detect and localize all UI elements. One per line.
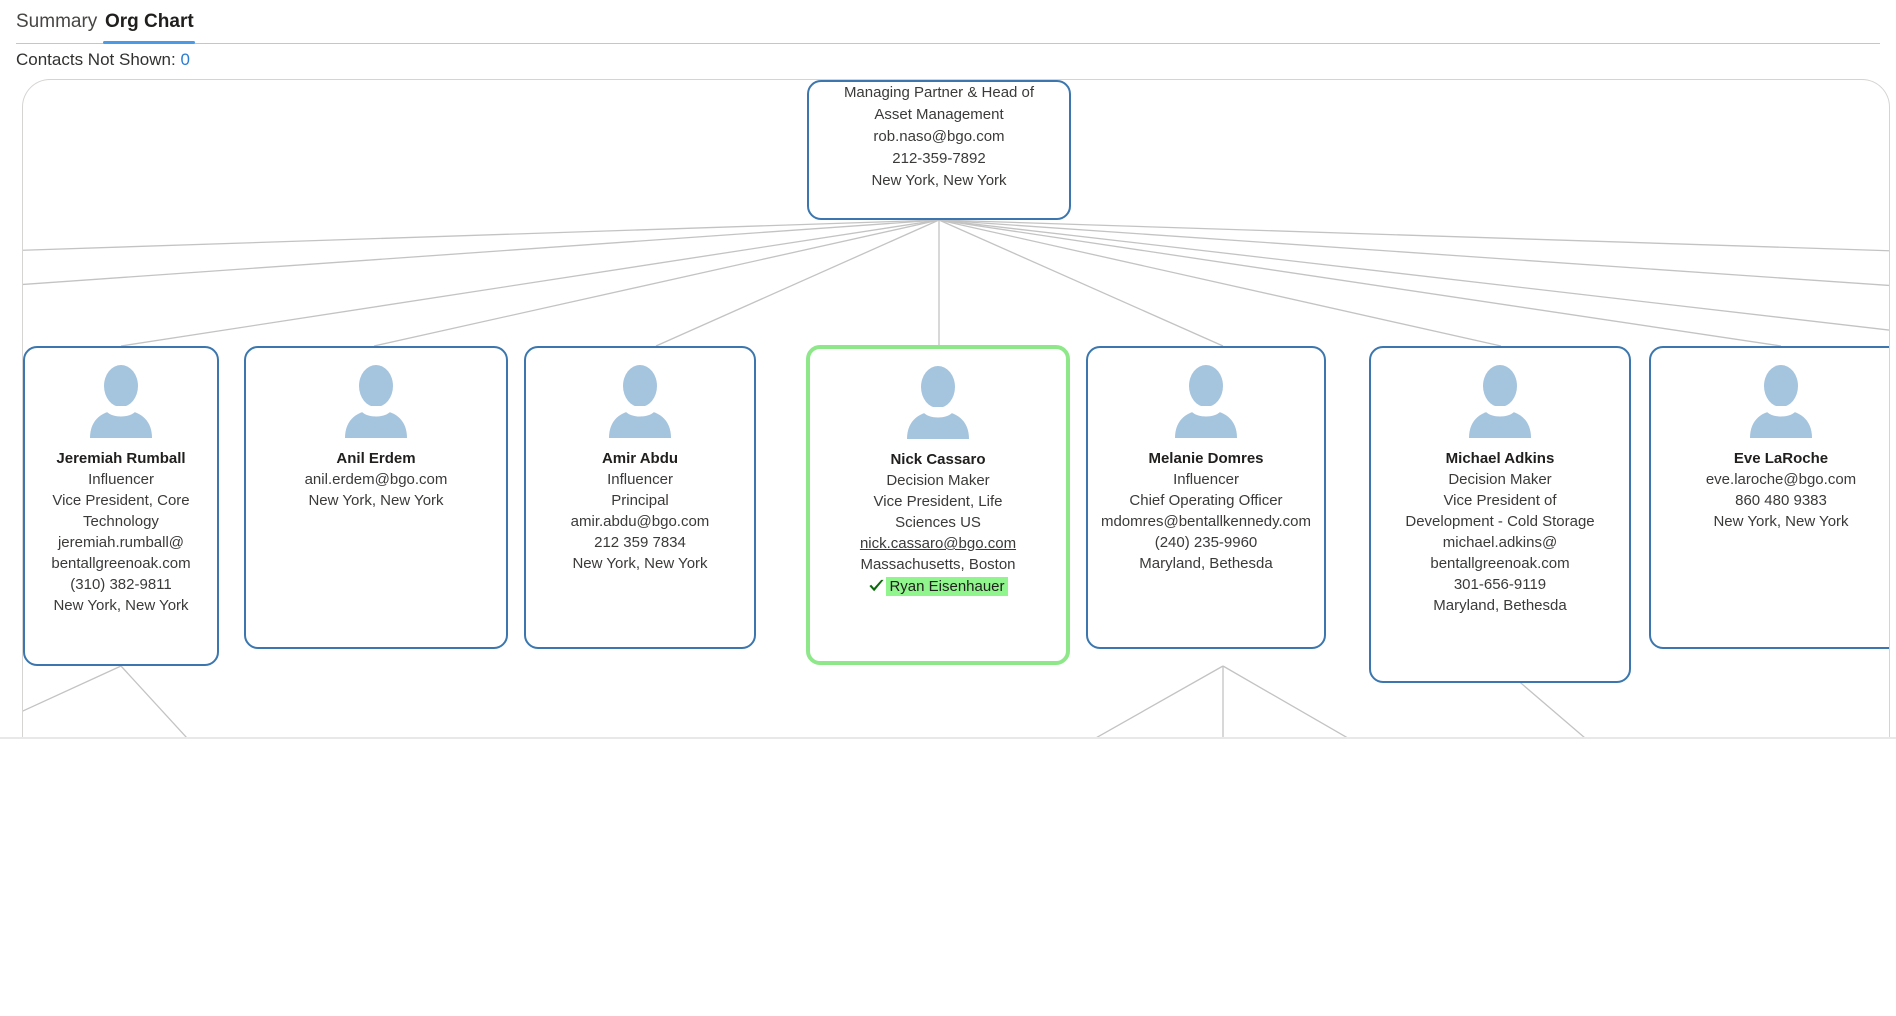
org-node-title-line1: Vice President, Core (52, 492, 190, 509)
org-node-role: Influencer (88, 471, 154, 488)
org-node-email-line1[interactable]: michael.adkins@ (1442, 534, 1558, 551)
org-node-eve-laroche[interactable]: Eve LaRoche eve.laroche@bgo.com 860 480 … (1649, 346, 1889, 649)
contacts-not-shown-count[interactable]: 0 (180, 50, 190, 69)
org-node-phone: 212 359 7834 (594, 534, 686, 551)
org-node-role: Influencer (1173, 471, 1239, 488)
person-avatar-icon (1750, 365, 1812, 438)
org-node-location: Maryland, Bethesda (1433, 597, 1567, 614)
org-node-location: New York, New York (308, 492, 444, 509)
org-node-email-line2[interactable]: bentallgreenoak.com (51, 555, 191, 572)
person-avatar-icon (90, 365, 152, 438)
viewport-bottom-edge (0, 737, 1896, 739)
org-node-name: Eve LaRoche (1733, 450, 1829, 467)
org-node-title-line1: Managing Partner & Head of (843, 84, 1035, 101)
org-node-phone: 301-656-9119 (1453, 576, 1547, 593)
tab-strip-divider (16, 43, 1880, 44)
org-node-nick-cassaro[interactable]: Nick Cassaro Decision Maker Vice Preside… (806, 345, 1070, 665)
org-node-anil-erdem[interactable]: Anil Erdem anil.erdem@bgo.com New York, … (244, 346, 508, 649)
org-node-phone: 860 480 9383 (1735, 492, 1827, 509)
tab-active-indicator (103, 41, 195, 44)
org-node-phone: (310) 382-9811 (70, 576, 172, 593)
org-node-name: Michael Adkins (1445, 450, 1555, 467)
org-node-email-line2[interactable]: bentallgreenoak.com (1430, 555, 1570, 572)
person-avatar-icon (907, 366, 969, 439)
org-node-phone: 212-359-7892 (892, 150, 986, 167)
org-node-email-link[interactable]: nick.cassaro@bgo.com (859, 535, 1017, 552)
org-node-title-line2: Development - Cold Storage (1405, 513, 1595, 530)
contacts-not-shown: Contacts Not Shown: 0 (16, 50, 190, 70)
org-node-owner-name: Ryan Eisenhauer (886, 577, 1008, 596)
org-node-name: Amir Abdu (601, 450, 679, 467)
org-node-title-line1: Vice President, Life (873, 493, 1003, 510)
org-node-name: Anil Erdem (336, 450, 416, 467)
org-node-location: Maryland, Bethesda (1139, 555, 1273, 572)
person-avatar-icon (345, 365, 407, 438)
org-node-name: Nick Cassaro (890, 451, 986, 468)
org-node-amir-abdu[interactable]: Amir Abdu Influencer Principal amir.abdu… (524, 346, 756, 649)
org-node-name: Melanie Domres (1148, 450, 1264, 467)
org-node-location: New York, New York (572, 555, 708, 572)
tab-strip: Summary Org Chart (0, 0, 1896, 44)
org-node-location: New York, New York (1713, 513, 1849, 530)
org-node-melanie-domres[interactable]: Melanie Domres Influencer Chief Operatin… (1086, 346, 1326, 649)
org-node-location: Massachusetts, Boston (860, 556, 1016, 573)
org-node-root[interactable]: Managing Partner & Head of Asset Managem… (807, 80, 1071, 220)
org-node-title-line1: Vice President of (1443, 492, 1557, 509)
check-icon (869, 579, 885, 592)
org-node-role: Decision Maker (886, 472, 990, 489)
org-node-phone: (240) 235-9960 (1154, 534, 1258, 551)
org-node-title-line2: Sciences US (895, 514, 981, 531)
tab-summary[interactable]: Summary (16, 11, 98, 32)
org-node-email-line1[interactable]: jeremiah.rumball@ (57, 534, 185, 551)
org-chart-viewport[interactable]: Managing Partner & Head of Asset Managem… (22, 79, 1890, 738)
org-node-title-line1: Chief Operating Officer (1129, 492, 1283, 509)
org-node-location: New York, New York (871, 172, 1007, 189)
org-node-email-line1[interactable]: amir.abdu@bgo.com (570, 513, 710, 530)
org-node-name: Jeremiah Rumball (56, 450, 186, 467)
org-node-title-line2: Technology (83, 513, 159, 530)
contacts-not-shown-label: Contacts Not Shown: (16, 50, 176, 69)
org-node-email-line1[interactable]: eve.laroche@bgo.com (1705, 471, 1857, 488)
org-node-location: New York, New York (53, 597, 189, 614)
org-node-role: Influencer (607, 471, 673, 488)
org-node-role: Decision Maker (1448, 471, 1552, 488)
person-avatar-icon (1175, 365, 1237, 438)
org-chart-canvas: Managing Partner & Head of Asset Managem… (23, 80, 1889, 738)
org-node-owner: Ryan Eisenhauer (810, 577, 1066, 596)
org-node-email[interactable]: rob.naso@bgo.com (873, 128, 1005, 145)
org-node-jeremiah-rumball[interactable]: Jeremiah Rumball Influencer Vice Preside… (23, 346, 219, 666)
org-node-email-line1[interactable]: anil.erdem@bgo.com (304, 471, 448, 488)
org-node-title-line1: Principal (611, 492, 669, 509)
org-node-title-line2: Asset Management (874, 106, 1004, 123)
org-node-michael-adkins[interactable]: Michael Adkins Decision Maker Vice Presi… (1369, 346, 1631, 683)
person-avatar-icon (609, 365, 671, 438)
person-avatar-icon (1469, 365, 1531, 438)
tab-org-chart[interactable]: Org Chart (105, 11, 194, 32)
org-node-email-line1[interactable]: mdomres@bentallkennedy.com (1100, 513, 1312, 530)
